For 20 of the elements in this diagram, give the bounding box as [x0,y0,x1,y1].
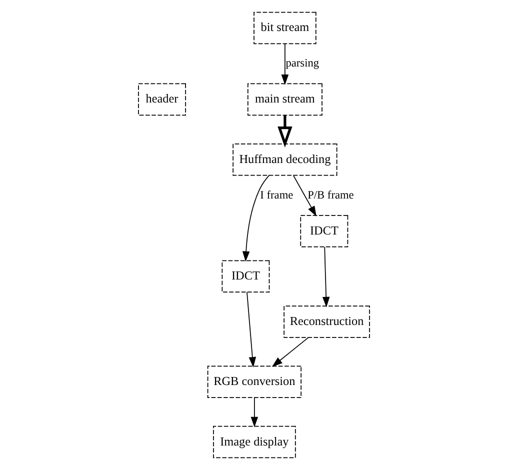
arrow [272,337,309,367]
arrow [281,44,289,86]
arrow [246,292,256,368]
arrow [242,175,270,262]
node-box: RGB conversion [207,366,302,398]
node-box: IDCT [222,260,270,293]
edge-label: parsing [286,58,320,70]
arrow [322,246,330,308]
arrow [250,397,258,428]
node-box: Image display [213,426,296,458]
edge-label: I frame [260,189,294,202]
edge-label: P/B frame [308,189,354,202]
arrow [278,115,292,148]
arrow [293,175,316,216]
node-box: bit stream [254,12,316,44]
node-box: header [138,83,186,116]
node-box: Huffman decoding [232,143,338,176]
node-box: Reconstruction [284,306,370,338]
node-box: IDCT [300,214,348,248]
node-box: main stream [247,83,322,116]
